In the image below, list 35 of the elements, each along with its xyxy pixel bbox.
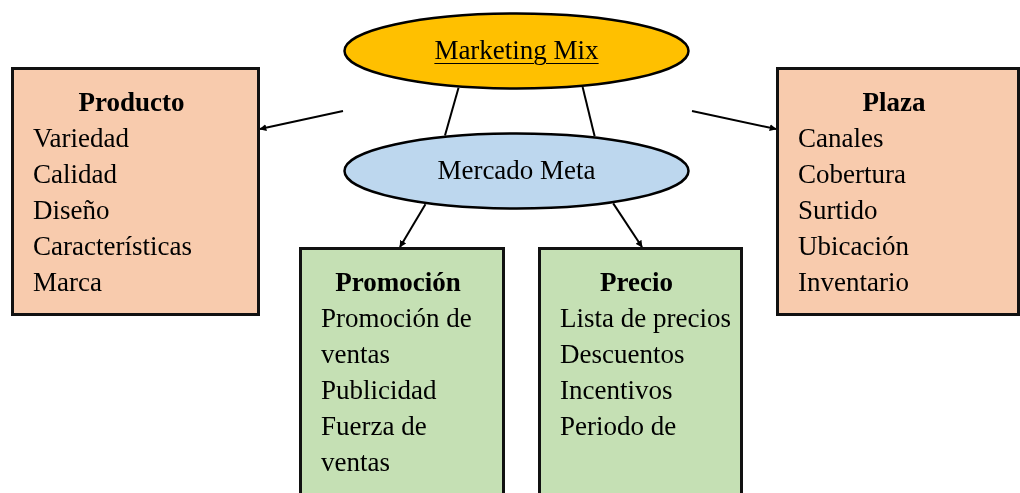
list-item: Periodo de (560, 410, 678, 443)
list-item: Variedad (33, 122, 130, 155)
node-title: Marketing Mix (434, 34, 599, 68)
connector-line (581, 86, 596, 138)
box-heading: Producto (78, 86, 185, 119)
list-item: Surtido (798, 194, 879, 227)
box-heading: Precio (600, 266, 673, 299)
list-item: Incentivos (560, 374, 674, 407)
list-item: Inventario (798, 266, 910, 299)
box-heading: Plaza (862, 86, 926, 119)
list-item: Fuerza de ventas (321, 410, 428, 479)
list-item: Diseño (33, 194, 111, 227)
list-item: Promoción de ventas (321, 302, 473, 371)
ellipse-node (343, 12, 690, 90)
list-item: Lista de precios (560, 302, 732, 335)
list-item: Marca (33, 266, 103, 299)
arrow (259, 110, 344, 132)
node-title: Mercado Meta (437, 154, 596, 188)
category-box (538, 247, 743, 493)
category-box (299, 247, 505, 493)
list-item: Calidad (33, 158, 118, 191)
list-item: Publicidad (321, 374, 438, 407)
box-heading: Promoción (335, 266, 461, 299)
list-item: Características (33, 230, 193, 263)
connector-line (444, 86, 460, 137)
list-item: Ubicación (798, 230, 910, 263)
list-item: Cobertura (798, 158, 907, 191)
arrow (612, 202, 643, 248)
arrow (399, 203, 427, 248)
list-item: Descuentos (560, 338, 686, 371)
list-item: Canales (798, 122, 885, 155)
category-box (11, 67, 260, 316)
ellipse-node (343, 132, 690, 210)
arrow (691, 110, 777, 132)
category-box (776, 67, 1020, 316)
